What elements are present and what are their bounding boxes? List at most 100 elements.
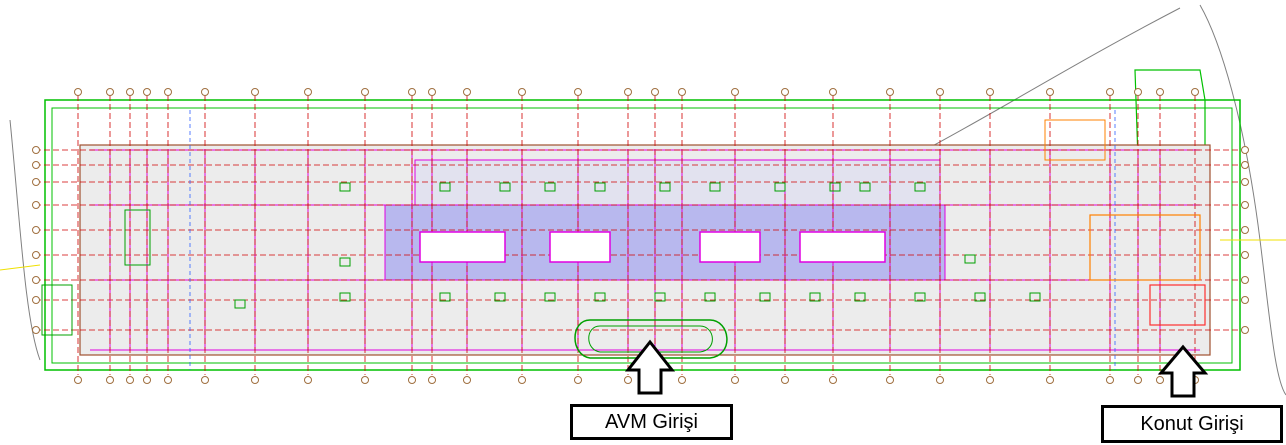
grid-bubble-bottom xyxy=(201,376,209,384)
site-boundary-curve-right xyxy=(1199,4,1286,396)
grid-bubble-top xyxy=(304,88,312,96)
grid-bubble-right xyxy=(1241,178,1249,186)
fixture-symbol xyxy=(859,182,871,192)
grid-bubble-bottom xyxy=(518,376,526,384)
grid-bubble-bottom xyxy=(361,376,369,384)
fixture-symbol xyxy=(914,292,926,302)
grid-bubble-top xyxy=(936,88,944,96)
grid-bubble-top xyxy=(201,88,209,96)
void-1 xyxy=(419,231,506,263)
grid-lines-red xyxy=(35,95,1250,375)
grid-bubble-bottom xyxy=(408,376,416,384)
fixture-symbol xyxy=(439,182,451,192)
fixture-symbol xyxy=(544,292,556,302)
fixture-symbol xyxy=(774,182,786,192)
grid-bubble-top xyxy=(1106,88,1114,96)
grid-bubble-top xyxy=(143,88,151,96)
fixture-symbol xyxy=(704,292,716,302)
grid-bubble-top xyxy=(886,88,894,96)
fixture-symbol xyxy=(234,299,246,309)
grid-bubble-right xyxy=(1241,296,1249,304)
grid-bubble-top xyxy=(678,88,686,96)
grid-bubbles xyxy=(32,88,1249,384)
grid-bubble-top xyxy=(829,88,837,96)
grid-bubble-bottom xyxy=(428,376,436,384)
fixture-symbol xyxy=(829,182,841,192)
grid-bubble-left xyxy=(32,326,40,334)
fixture-symbol xyxy=(339,292,351,302)
grid-bubble-left xyxy=(32,226,40,234)
site-boundary-curve xyxy=(924,7,1181,151)
grid-bubble-top xyxy=(651,88,659,96)
grid-bubble-right xyxy=(1241,226,1249,234)
fixture-symbol xyxy=(809,292,821,302)
grid-bubble-left xyxy=(32,201,40,209)
grid-bubble-right xyxy=(1241,201,1249,209)
fixture-symbol xyxy=(964,254,976,264)
grid-bubble-left xyxy=(32,178,40,186)
grid-bubble-bottom xyxy=(781,376,789,384)
grid-bubble-top xyxy=(781,88,789,96)
grid-bubble-top xyxy=(574,88,582,96)
grid-bubble-top xyxy=(624,88,632,96)
grid-bubble-right xyxy=(1241,326,1249,334)
grid-bubble-top xyxy=(463,88,471,96)
grid-bubble-bottom xyxy=(886,376,894,384)
road-curve-left xyxy=(9,119,41,361)
grid-bubble-top xyxy=(164,88,172,96)
fixture-symbol xyxy=(654,292,666,302)
fixture-symbol xyxy=(339,182,351,192)
grid-bubble-bottom xyxy=(126,376,134,384)
entrance-canopy xyxy=(574,319,728,359)
grid-bubble-top xyxy=(518,88,526,96)
entrance-canopy-inner xyxy=(588,325,713,353)
mall-entrance-label: AVM Girişi xyxy=(570,404,733,440)
mall-entrance-text: AVM Girişi xyxy=(605,410,698,433)
void-4 xyxy=(799,231,886,263)
grid-bubble-top xyxy=(408,88,416,96)
fixture-symbol xyxy=(659,182,671,192)
grid-bubble-bottom xyxy=(164,376,172,384)
grid-bubble-bottom xyxy=(829,376,837,384)
grid-bubble-left xyxy=(32,296,40,304)
grid-bubble-bottom xyxy=(731,376,739,384)
grid-bubble-left xyxy=(32,276,40,284)
void-3 xyxy=(699,231,761,263)
fixture-symbol xyxy=(339,257,351,267)
fixture-symbol xyxy=(759,292,771,302)
grid-bubble-top xyxy=(1046,88,1054,96)
grid-bubble-left xyxy=(32,251,40,259)
grid-bubble-top xyxy=(731,88,739,96)
grid-bubble-bottom xyxy=(936,376,944,384)
void-2 xyxy=(549,231,611,263)
fixture-symbol xyxy=(914,182,926,192)
grid-bubble-left xyxy=(32,161,40,169)
grid-bubble-right xyxy=(1241,251,1249,259)
grid-bubble-top xyxy=(428,88,436,96)
grid-bubble-top xyxy=(361,88,369,96)
grid-bubble-left xyxy=(32,146,40,154)
grid-bubble-right xyxy=(1241,146,1249,154)
grid-bubble-bottom xyxy=(678,376,686,384)
grid-bubble-right xyxy=(1241,276,1249,284)
fixture-symbol xyxy=(709,182,721,192)
grid-bubble-bottom xyxy=(1156,376,1164,384)
fixture-symbol xyxy=(974,292,986,302)
grid-bubble-bottom xyxy=(1046,376,1054,384)
grid-bubble-bottom xyxy=(463,376,471,384)
grid-bubble-top xyxy=(106,88,114,96)
grid-bubble-top xyxy=(251,88,259,96)
residence-upper xyxy=(1044,119,1106,161)
grid-bubble-bottom xyxy=(106,376,114,384)
grid-bubble-top xyxy=(1134,88,1142,96)
left-core xyxy=(124,209,151,266)
grid-bubble-bottom xyxy=(304,376,312,384)
residence-core xyxy=(1089,214,1201,281)
fixture-symbol xyxy=(439,292,451,302)
fixture-symbol xyxy=(594,292,606,302)
grid-bubble-bottom xyxy=(574,376,582,384)
mall-entrance-arrow xyxy=(624,339,676,395)
grid-bubble-bottom xyxy=(986,376,994,384)
fixture-symbol xyxy=(494,292,506,302)
